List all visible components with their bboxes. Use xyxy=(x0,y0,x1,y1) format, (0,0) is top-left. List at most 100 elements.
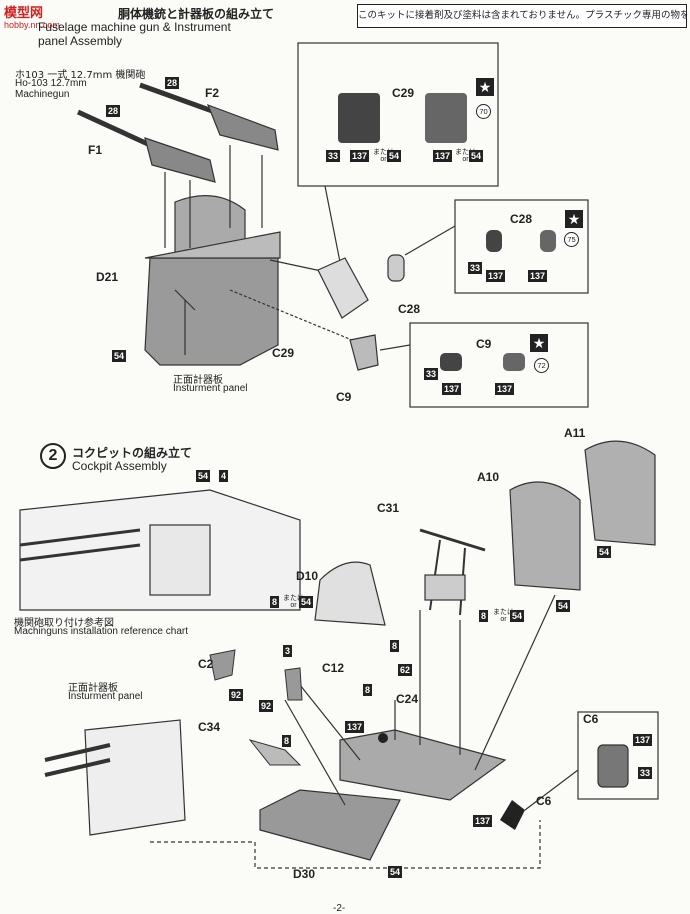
paint-28-a: 28 xyxy=(165,77,180,89)
paint-33-c6box: 33 xyxy=(638,767,653,779)
gun-f2 xyxy=(139,82,279,151)
paint-137-c29a: 137 xyxy=(350,150,370,162)
step2-number: 2 xyxy=(40,443,66,469)
c6-detail-box xyxy=(577,711,659,800)
watermark-logo: 模型网 xyxy=(4,5,44,20)
star-icon-c28: ★ xyxy=(565,210,583,228)
step2-title-jp: コクピットの組み立て xyxy=(72,446,193,460)
part-label-c29: C29 xyxy=(272,346,295,360)
paint-8-c31: 8 xyxy=(479,610,489,622)
c29-box-label: C29 xyxy=(392,86,415,100)
ref-chart-drawing xyxy=(19,489,301,611)
c31-frame xyxy=(419,528,486,616)
c6-box-label: C6 xyxy=(583,712,599,726)
c29-detail-box xyxy=(297,42,499,187)
paint-54-c29a: 54 xyxy=(387,150,402,162)
c29-part xyxy=(317,257,369,319)
step1-title-en-line1: Fuselage machine gun & Instrument xyxy=(38,20,231,34)
a10-bulkhead xyxy=(509,481,581,591)
part-label-c12: C12 xyxy=(322,661,345,675)
paint-3: 3 xyxy=(283,645,293,657)
paint-33-c28: 33 xyxy=(468,262,483,274)
paint-92-c12: 92 xyxy=(259,700,274,712)
c9-box-label: C9 xyxy=(476,337,492,351)
instrument-panel-small xyxy=(84,719,186,836)
part-label-c24: C24 xyxy=(396,692,419,706)
c28-decal xyxy=(540,230,556,252)
c9-detail-box xyxy=(409,322,589,408)
c9-callout-line xyxy=(379,344,411,351)
paint-54-c29b: 54 xyxy=(469,150,484,162)
part-label-a10: A10 xyxy=(477,470,500,484)
paint-8-c24a: 8 xyxy=(390,640,400,652)
paint-54-a10: 54 xyxy=(556,600,571,612)
c28-detail-box xyxy=(454,199,589,294)
paint-28-b: 28 xyxy=(106,105,121,117)
d10-seat xyxy=(314,561,386,626)
paint-8-c34: 8 xyxy=(282,735,292,747)
part-label-c31: C31 xyxy=(377,501,400,515)
step1-title-jp: 胴体機銃と計器板の組み立て xyxy=(118,7,275,21)
step1-title-en-line2: panel Assembly xyxy=(38,34,123,48)
part-label-d21: D21 xyxy=(96,270,119,284)
paint-137-c9b: 137 xyxy=(495,383,515,395)
paint-137-c6: 137 xyxy=(473,815,493,827)
watermark-url: hobby.nn.com xyxy=(4,20,60,30)
part-label-c9: C9 xyxy=(336,390,352,404)
c29-panel-decal xyxy=(425,93,467,143)
paint-54-d30: 54 xyxy=(388,866,403,878)
part-label-f1: F1 xyxy=(88,143,103,157)
paint-8-c24b: 8 xyxy=(363,684,373,696)
part-label-a11: A11 xyxy=(564,426,586,440)
d30-floor xyxy=(259,789,401,861)
star-icon-c9: ★ xyxy=(530,334,548,352)
gun-label-en2: Machinegun xyxy=(15,89,70,100)
c9-part xyxy=(349,334,379,371)
c9-decal xyxy=(503,353,525,371)
paint-54-d21: 54 xyxy=(112,350,127,362)
paint-137-c6box: 137 xyxy=(633,734,653,746)
instrument-caption-jp: 正面計器板 xyxy=(173,375,223,386)
part-label-c28: C28 xyxy=(398,302,421,316)
c28-part xyxy=(387,254,405,282)
paint-137-c29b: 137 xyxy=(433,150,453,162)
part-label-c2: C2 xyxy=(198,657,214,671)
part-label-f2: F2 xyxy=(205,86,220,100)
decal-70: 70 xyxy=(476,104,491,119)
paint-33-c9: 33 xyxy=(424,368,439,380)
part-label-d10: D10 xyxy=(296,569,319,583)
d21-panel xyxy=(144,195,281,366)
paint-54-a11: 54 xyxy=(597,546,612,558)
c9-plain xyxy=(440,353,462,371)
instrument-caption-en: Insturment panel xyxy=(173,383,248,394)
step2-title-en: Cockpit Assembly xyxy=(72,459,167,473)
paint-62: 62 xyxy=(398,664,413,676)
part-label-c34: C34 xyxy=(198,720,221,734)
paint-54-c31: 54 xyxy=(510,610,525,622)
star-icon: ★ xyxy=(476,78,494,96)
paint-137-c24: 137 xyxy=(345,721,365,733)
paint-137-c9a: 137 xyxy=(442,383,462,395)
paint-54-ref: 54 xyxy=(196,470,211,482)
decal-75: 75 xyxy=(564,232,579,247)
part-label-d30: D30 xyxy=(293,867,316,881)
gun-f1 xyxy=(76,109,216,183)
paint-4-ref: 4 xyxy=(219,470,229,482)
a11-bulkhead xyxy=(584,440,656,546)
floor-upper xyxy=(339,729,507,801)
decal-72: 72 xyxy=(534,358,549,373)
paint-8-d10: 8 xyxy=(270,596,280,608)
c28-callout-line xyxy=(404,225,456,256)
paint-54-d10: 54 xyxy=(299,596,314,608)
ref-caption-jp: 機関砲取り付け参考図 xyxy=(14,618,114,629)
part-label-c6: C6 xyxy=(536,794,552,808)
c28-plain xyxy=(486,230,502,252)
gun-label-jp: ホ103 一式 12.7mm 機関砲 xyxy=(15,70,146,81)
paint-92-c2: 92 xyxy=(229,689,244,701)
panel-caption-en: Insturment panel xyxy=(68,691,143,702)
